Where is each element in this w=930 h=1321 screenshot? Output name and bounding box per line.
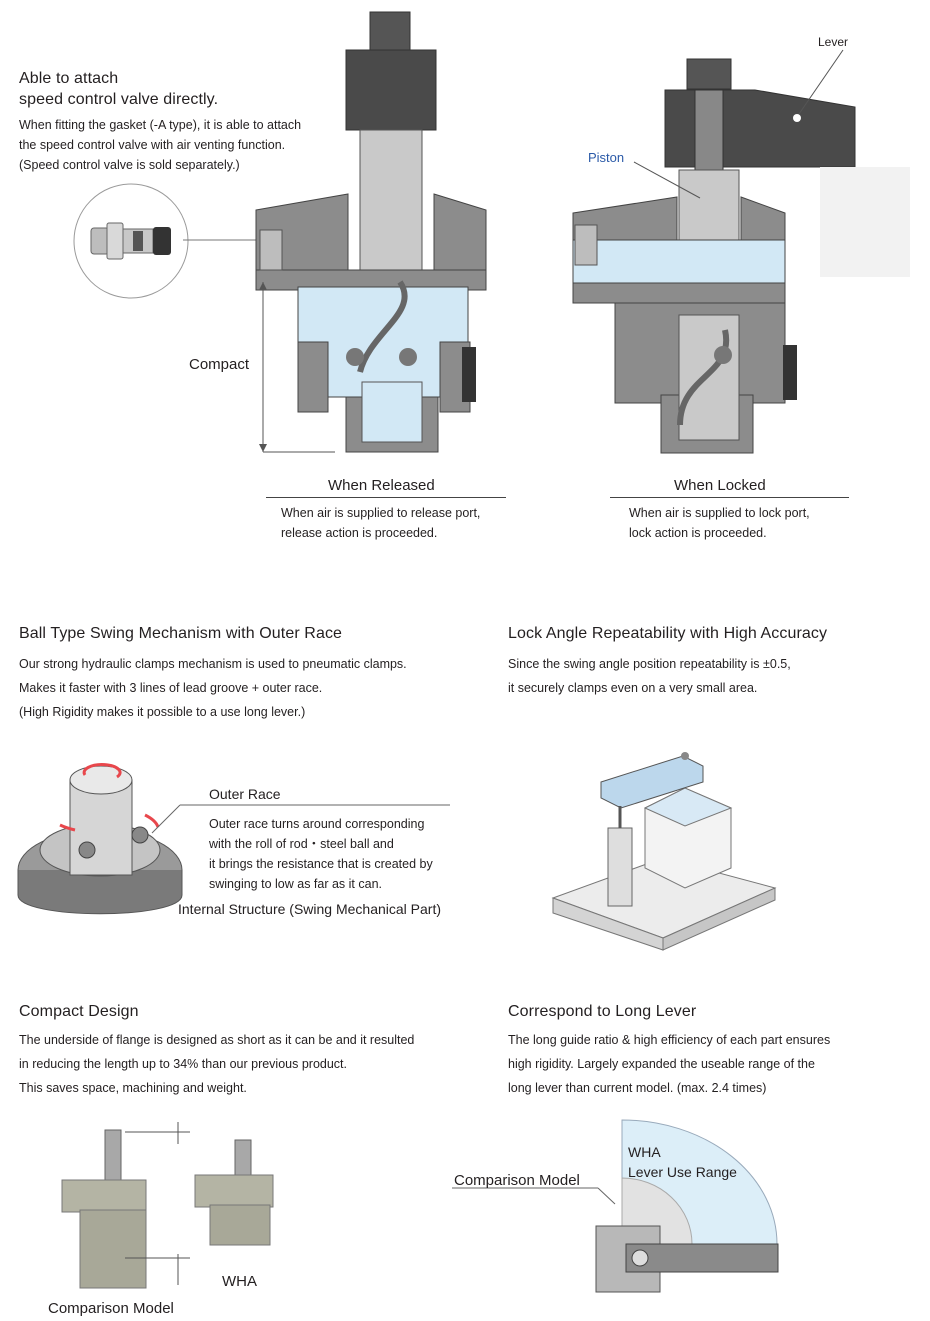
ball-swing-desc-line3: (High Rigidity makes it possible to a us… xyxy=(19,705,306,719)
long-lever-desc-line3: long lever than current model. (max. 2.4… xyxy=(508,1081,767,1095)
released-divider xyxy=(266,497,506,498)
locked-desc-line2: lock action is proceeded. xyxy=(629,526,767,540)
compact-comparison-label: Comparison Model xyxy=(48,1300,174,1317)
wha-range-label-line2: Lever Use Range xyxy=(628,1164,737,1180)
released-cross-section-diagram xyxy=(255,11,487,453)
locked-divider xyxy=(610,497,849,498)
compact-design-title: Compact Design xyxy=(19,1003,139,1020)
compact-design-desc-line2: in reducing the length up to 34% than ou… xyxy=(19,1057,347,1071)
lever-leader-line xyxy=(798,49,844,115)
compact-label: Compact xyxy=(189,356,250,373)
outer-race-desc-line2: with the roll of rod・steel ball and xyxy=(209,837,394,851)
compact-design-desc-line3: This saves space, machining and weight. xyxy=(19,1081,247,1095)
long-lever-title: Correspond to Long Lever xyxy=(508,1003,697,1020)
outer-race-desc-line1: Outer race turns around corresponding xyxy=(209,817,425,831)
released-desc-line1: When air is supplied to release port, xyxy=(281,506,481,520)
locked-title: When Locked xyxy=(674,477,766,494)
attach-desc-line1: When fitting the gasket (-A type), it is… xyxy=(19,118,302,132)
long-lever-desc-line2: high rigidity. Largely expanded the usea… xyxy=(508,1057,815,1071)
swing-mechanism-caption: Internal Structure (Swing Mechanical Par… xyxy=(178,901,441,917)
swing-mechanism-diagram xyxy=(17,763,183,915)
lever-range-diagram xyxy=(452,1119,779,1293)
compact-dimension-line xyxy=(259,282,335,453)
ball-swing-title: Ball Type Swing Mechanism with Outer Rac… xyxy=(19,625,343,642)
outer-race-desc-line4: swinging to low as far as it can. xyxy=(209,877,382,891)
wha-range-label-line1: WHA xyxy=(628,1144,661,1160)
piston-label: Piston xyxy=(588,150,625,165)
lock-angle-title: Lock Angle Repeatability with High Accur… xyxy=(508,625,828,642)
lock-angle-desc-line1: Since the swing angle position repeatabi… xyxy=(508,657,791,671)
attach-title-line1: Able to attach xyxy=(19,70,119,87)
long-lever-desc-line1: The long guide ratio & high efficiency o… xyxy=(508,1033,831,1047)
released-desc-line2: release action is proceeded. xyxy=(281,526,438,540)
locked-cross-section-diagram xyxy=(572,58,910,454)
locked-desc-line1: When air is supplied to lock port, xyxy=(629,506,810,520)
outer-race-leader-line xyxy=(151,804,450,834)
ball-swing-desc-line1: Our strong hydraulic clamps mechanism is… xyxy=(19,657,407,671)
piston-leader-line xyxy=(633,161,701,199)
compact-design-desc-line1: The underside of flange is designed as s… xyxy=(19,1033,415,1047)
lock-angle-illustration xyxy=(551,752,777,951)
attach-desc-line2: the speed control valve with air venting… xyxy=(19,138,286,152)
speed-control-valve-image xyxy=(73,183,263,299)
released-title: When Released xyxy=(328,477,435,494)
outer-race-desc-line3: it brings the resistance that is created… xyxy=(209,857,433,871)
compact-wha-label: WHA xyxy=(222,1273,257,1290)
attach-desc-line3: (Speed control valve is sold separately.… xyxy=(19,158,240,172)
lever-label: Lever xyxy=(818,35,849,49)
ball-swing-desc-line2: Makes it faster with 3 lines of lead gro… xyxy=(19,681,323,695)
compact-comparison-photo xyxy=(61,1122,274,1289)
attach-title-line2: speed control valve directly. xyxy=(19,91,219,108)
lock-angle-desc-line2: it securely clamps even on a very small … xyxy=(508,681,758,695)
long-lever-comparison-label: Comparison Model xyxy=(454,1172,580,1189)
outer-race-label: Outer Race xyxy=(209,786,281,802)
